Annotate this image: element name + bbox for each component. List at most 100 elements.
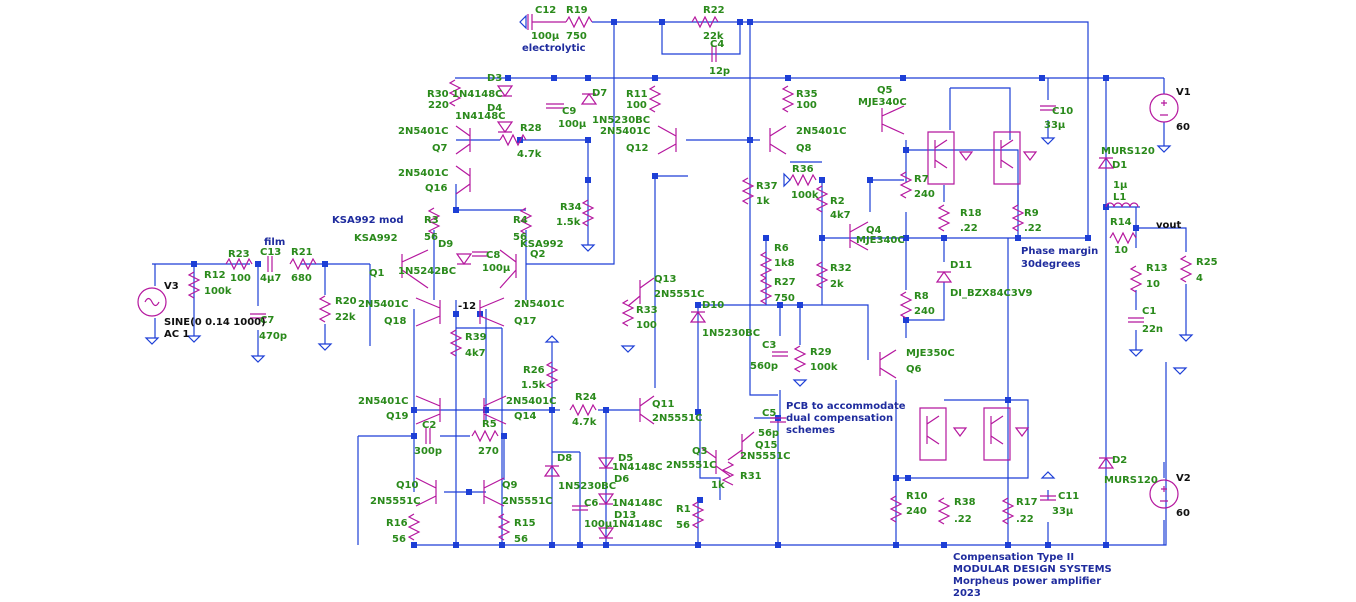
capacitor-c11 [1040, 495, 1056, 501]
diode-d8 [543, 464, 561, 477]
resistor-r13 [1129, 265, 1143, 293]
diode-d4 [496, 121, 514, 134]
resistor-r38 [937, 497, 951, 525]
label: 22k [335, 312, 356, 323]
label: C9 [562, 106, 576, 117]
label: 100µ [482, 263, 511, 274]
label: DI_BZX84C3V9 [950, 288, 1033, 299]
label: R13 [1146, 263, 1168, 274]
label: 240 [914, 189, 935, 200]
diodes [455, 85, 1115, 540]
label: 1N4148C [455, 111, 506, 122]
label: 22k [703, 31, 724, 42]
source-labels: V3 SINE(0 0.14 1000) AC 1 V1 60 V2 60 [164, 87, 1191, 519]
source-v3-ac: AC 1 [164, 329, 190, 340]
transistor-q16 [455, 165, 471, 195]
label: .22 [1024, 223, 1042, 234]
label: 100k [204, 286, 232, 297]
source-v1-name: V1 [1176, 87, 1191, 98]
note-pcb-3: schemes [786, 425, 835, 436]
resistor-r22 [691, 15, 719, 29]
label: C2 [422, 420, 436, 431]
resistor-r36 [789, 173, 817, 187]
label: MURS120 [1104, 475, 1158, 486]
label: D13 [614, 510, 636, 521]
transistor-q18 [415, 297, 441, 327]
label: 1.5k [521, 380, 546, 391]
label: 2N5401C [358, 299, 409, 310]
label: 2N5551C [654, 289, 705, 300]
transistor-q6 [879, 349, 897, 379]
label: R20 [335, 296, 357, 307]
label: 240 [906, 506, 927, 517]
label: R35 [796, 89, 818, 100]
label: Q18 [384, 316, 406, 327]
output-device-block [983, 407, 1030, 461]
label: R6 [774, 243, 789, 254]
diode-d7 [580, 92, 598, 105]
resistor-r15 [497, 513, 511, 541]
label: 2N5401C [398, 168, 449, 179]
label: 300p [414, 446, 442, 457]
title-line-2: MODULAR DESIGN SYSTEMS [953, 564, 1112, 575]
label: R5 [482, 419, 497, 430]
label: R36 [792, 164, 814, 175]
label: 2N5401C [506, 396, 557, 407]
label: C12 [535, 5, 556, 16]
label: 1.5k [556, 217, 581, 228]
label: Q6 [906, 364, 922, 375]
label: D9 [438, 239, 453, 250]
resistor-r18 [937, 204, 951, 232]
component-labels: C12 100µ R19 750 R22 22k C4 12p D3 R30 1… [204, 5, 1218, 545]
capacitor-c3 [772, 351, 788, 357]
label: 1µ [1113, 180, 1128, 191]
label: 22n [1142, 324, 1163, 335]
label: D3 [487, 73, 502, 84]
capacitor-c5 [770, 417, 786, 423]
label: 750 [566, 31, 587, 42]
label: Q7 [432, 143, 448, 154]
label: Q4 [866, 225, 882, 236]
label: Q14 [514, 411, 536, 422]
label: C10 [1052, 106, 1073, 117]
label: 56 [392, 534, 406, 545]
label: 1N4148C [452, 89, 503, 100]
label: 4k7 [830, 210, 851, 221]
label: Q12 [626, 143, 648, 154]
transistor-q19 [415, 395, 441, 425]
label: 220 [428, 100, 449, 111]
label: MJE350C [906, 348, 955, 359]
label: 10 [1114, 245, 1128, 256]
label: KSA992 [520, 239, 564, 250]
label: 100 [636, 320, 657, 331]
label: R24 [575, 392, 597, 403]
transistor-q7 [455, 125, 471, 155]
label: D2 [1112, 455, 1127, 466]
title-line-1: Compensation Type II [953, 552, 1074, 563]
label: 56 [513, 232, 527, 243]
capacitor-c10 [1040, 105, 1056, 111]
label: R3 [424, 215, 439, 226]
resistor-r3 [427, 207, 441, 235]
label: Q2 [530, 249, 546, 260]
label: R12 [204, 270, 226, 281]
label: D11 [950, 260, 972, 271]
label: 4.7k [572, 417, 597, 428]
resistor-r14 [1109, 231, 1137, 245]
label: 4 [1196, 273, 1203, 284]
resistor-r16 [407, 513, 421, 541]
label: 4k7 [465, 348, 486, 359]
capacitor-c13 [267, 256, 273, 272]
resistor-r6 [759, 251, 773, 279]
resistor-r31 [721, 461, 735, 486]
transistor-q13 [627, 277, 655, 307]
capacitor-c2 [425, 428, 431, 444]
label: 270 [478, 446, 499, 457]
label: R14 [1110, 217, 1132, 228]
label: 100k [810, 362, 838, 373]
label: Q11 [652, 399, 674, 410]
resistor-r11 [648, 85, 662, 113]
source-v1 [1149, 93, 1179, 123]
transistor-q3 [701, 447, 731, 477]
label: D4 [487, 103, 502, 114]
